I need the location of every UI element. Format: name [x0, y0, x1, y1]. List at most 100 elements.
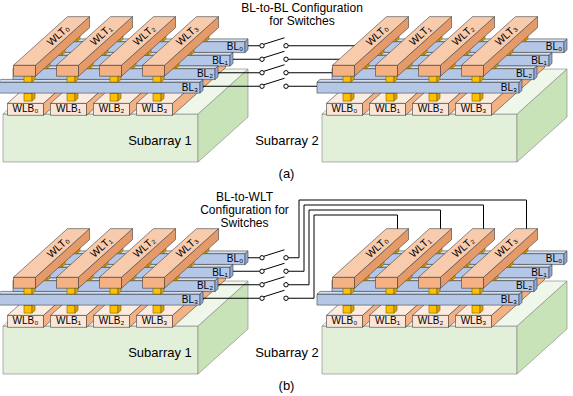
- substrate-front: [322, 326, 517, 374]
- switch-wire: [233, 271, 260, 272]
- bottom-wordline-label: WLB₃: [461, 316, 487, 326]
- subarray-illustration: [0, 17, 248, 162]
- switch-contact: [284, 57, 288, 61]
- bitline-label: BL₀: [227, 254, 243, 264]
- top-wordline-front: [143, 277, 165, 288]
- bitline-label: BL₁: [531, 56, 547, 66]
- bottom-wordline-front: [327, 315, 363, 327]
- switch-wire: [203, 86, 260, 87]
- subarray-label: Subarray 2: [255, 346, 319, 359]
- top-wordline-front: [419, 65, 441, 76]
- bitline-label: BL₂: [197, 281, 213, 291]
- switch-wire: [248, 257, 260, 258]
- switch-wire: [288, 72, 334, 73]
- switch-blade: [264, 38, 285, 45]
- switch-wire: [288, 200, 526, 258]
- bottom-wordline-label: WLB₁: [375, 104, 400, 114]
- memory-cell-front: [429, 93, 437, 101]
- bitline-front: [317, 82, 519, 93]
- switch-blade: [264, 277, 285, 284]
- substrate-front: [3, 326, 198, 374]
- bottom-wordline-label: WLB₀: [13, 104, 39, 114]
- memory-cell-front: [153, 305, 161, 313]
- bottom-wordline-label: WLB₁: [56, 316, 81, 326]
- switch-contact: [284, 283, 288, 287]
- switch-wire: [233, 59, 260, 60]
- bitline-front: [0, 82, 200, 93]
- bottom-wordline-label: WLB₃: [142, 104, 168, 114]
- subarray-illustration: [317, 229, 567, 374]
- bottom-wordline-front: [413, 103, 449, 115]
- bottom-wordline-front: [51, 315, 87, 327]
- top-wordline-label: WLT₂: [450, 235, 476, 260]
- bitline-label: BL₃: [182, 83, 198, 93]
- bitline-label: BL₃: [182, 295, 198, 305]
- top-wordline-front: [333, 277, 355, 288]
- top-wordline-label: WLT₂: [450, 23, 476, 48]
- bottom-wordline-label: WLB₁: [375, 316, 400, 326]
- top-wordline-label: WLT₀: [45, 235, 71, 260]
- bottom-wordline-label: WLB₁: [56, 104, 81, 114]
- memory-cell-front: [429, 305, 437, 313]
- memory-cell-front: [24, 93, 32, 101]
- bottom-wordline-front: [137, 103, 173, 115]
- bitline-label: BL₀: [546, 254, 562, 264]
- bottom-wordline-front: [94, 103, 130, 115]
- memory-cell-front: [472, 305, 480, 313]
- bottom-wordline-front: [8, 103, 44, 115]
- top-wordline-top: [462, 17, 538, 66]
- top-wordline-label: WLT₃: [493, 23, 519, 48]
- top-wordline-label: WLT₀: [364, 23, 390, 48]
- switch-wire: [203, 298, 260, 299]
- memory-cell-front: [343, 93, 351, 101]
- bitline-label: BL₀: [546, 42, 562, 52]
- top-wordline-label: WLT₃: [174, 23, 200, 48]
- top-wordline-front: [14, 277, 36, 288]
- subarray-illustration: [0, 229, 248, 374]
- bottom-wordline-front: [327, 103, 363, 115]
- top-wordline-label: WLT₂: [131, 235, 157, 260]
- top-wordline-front: [143, 65, 165, 76]
- switch-contact: [260, 256, 264, 260]
- switch-contact: [260, 296, 264, 300]
- switch-wire: [288, 86, 319, 87]
- bitline-front: [317, 294, 519, 305]
- top-wordline-top: [462, 229, 538, 278]
- memory-cell-front: [67, 305, 75, 313]
- memory-cell-front: [67, 93, 75, 101]
- top-wordline-front: [57, 277, 79, 288]
- top-wordline-front: [57, 65, 79, 76]
- switch-blade: [264, 263, 285, 270]
- bottom-wordline-label: WLB₀: [13, 316, 39, 326]
- switch-wire: [248, 45, 260, 46]
- memory-cell-front: [386, 305, 394, 313]
- bottom-wordline-label: WLB₀: [332, 104, 358, 114]
- switch-wire: [218, 72, 260, 73]
- bottom-wordline-label: WLB₃: [142, 316, 168, 326]
- memory-cell-front: [110, 93, 118, 101]
- switch-blade: [264, 78, 285, 85]
- top-wordline-label: WLT₀: [45, 23, 71, 48]
- top-wordline-label: WLT₁: [88, 23, 114, 47]
- switch-contact: [284, 84, 288, 88]
- bottom-wordline-label: WLB₂: [99, 104, 125, 114]
- bottom-wordline-front: [413, 315, 449, 327]
- switch-wire: [218, 284, 260, 285]
- bitline-label: BL₁: [212, 268, 228, 278]
- substrate-front: [3, 114, 198, 162]
- bitline-label: BL₂: [516, 69, 532, 79]
- bitline-label: BL₂: [197, 69, 213, 79]
- switch-contact: [260, 71, 264, 75]
- switch-contact: [260, 57, 264, 61]
- top-wordline-front: [376, 65, 398, 76]
- switch-wire: [288, 215, 397, 298]
- top-wordline-front: [376, 277, 398, 288]
- switch-configuration-title: BL-to-WLT Configuration for Switches: [195, 191, 294, 231]
- memory-cell-front: [386, 93, 394, 101]
- subarray-label: Subarray 1: [128, 346, 192, 359]
- switch-configuration-title: BL-to-BL Configuration for Switches: [235, 2, 369, 28]
- switch-contact: [284, 71, 288, 75]
- substrate-front: [322, 114, 517, 162]
- memory-cell-front: [24, 305, 32, 313]
